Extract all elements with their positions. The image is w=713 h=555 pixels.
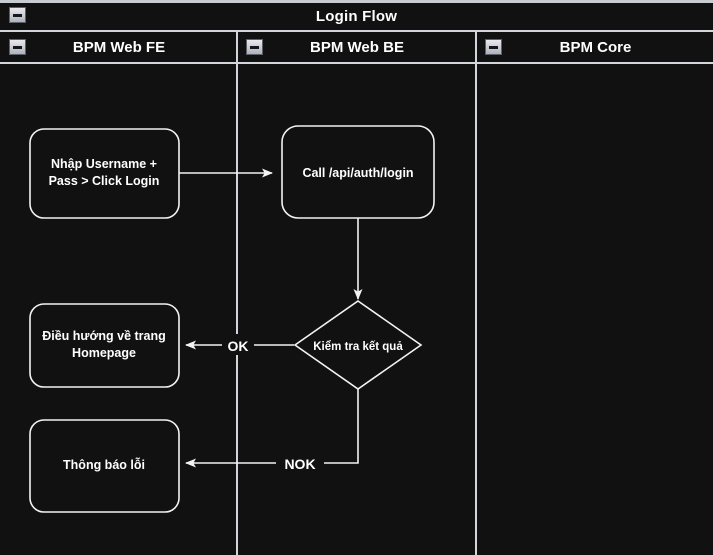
flow-edge-label-backdrop [276,452,324,473]
flow-edge-label-backdrop [222,334,254,355]
decision-node-check-result[interactable]: Kiểm tra kết quả [293,300,423,390]
lane-header-be[interactable]: BPM Web BE [239,32,475,62]
task-node-redirect-home[interactable]: Điều hướng về trang Homepage [29,303,180,388]
decision-node-shape[interactable] [293,300,423,390]
pool-title: Login Flow [315,8,398,25]
lane-divider-be-core [475,32,477,555]
flow-edge-check-to-error: NOK [185,389,359,473]
flow-edge-label-ok: OK [228,338,249,354]
lane-divider-fe-be [236,32,238,555]
flow-edge-check-to-home: OK [185,334,294,355]
canvas-top-edge [0,0,713,3]
task-node-login-input[interactable]: Nhập Username + Pass > Click Login [29,128,180,219]
lane-collapse-icon-be[interactable] [246,39,263,55]
task-node-call-api[interactable]: Call /api/auth/login [281,125,435,219]
lane-header-core[interactable]: BPM Core [478,32,713,62]
lane-header-label-fe: BPM Web FE [72,38,166,56]
flow-edge-line [185,389,359,468]
task-node-shape[interactable] [281,125,435,219]
task-node-show-error[interactable]: Thông báo lỗi [29,419,180,513]
flow-edge-label-nok: NOK [284,456,315,472]
task-node-shape[interactable] [29,303,180,388]
lane-header-label-be: BPM Web BE [310,38,404,56]
pool-title-divider [0,30,713,32]
lane-collapse-icon-core[interactable] [485,39,502,55]
pool-collapse-icon[interactable] [9,7,26,23]
lane-header-divider [0,62,713,64]
task-node-shape[interactable] [29,419,180,513]
pool-title-bar: Login Flow [0,3,713,30]
lane-header-fe[interactable]: BPM Web FE [2,32,236,62]
lane-header-label-core: BPM Core [559,38,632,56]
task-node-shape[interactable] [29,128,180,219]
lane-collapse-icon-fe[interactable] [9,39,26,55]
